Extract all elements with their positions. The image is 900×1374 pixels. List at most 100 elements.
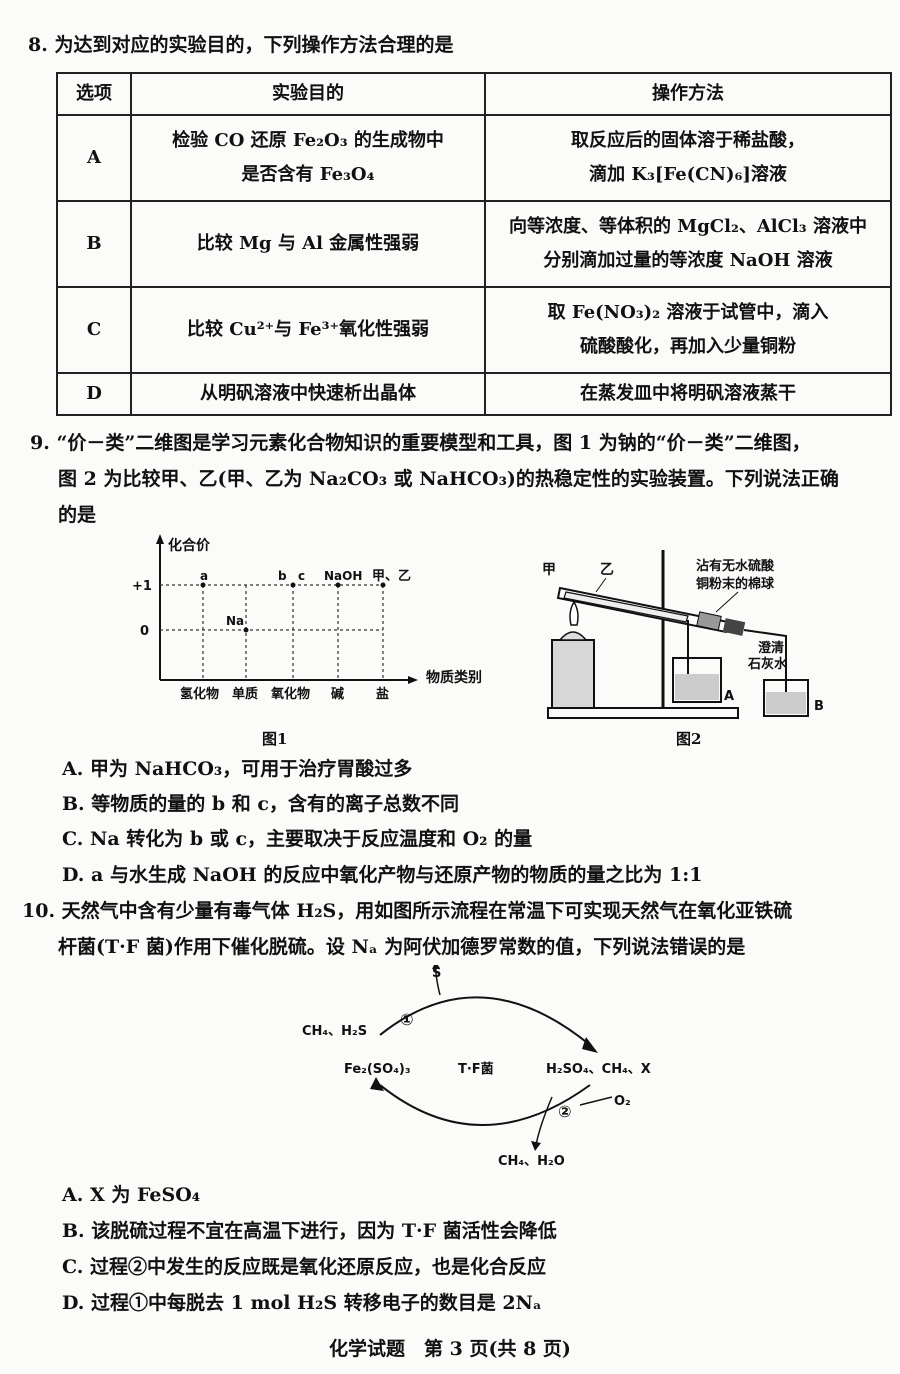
lower-arc — [379, 1084, 591, 1126]
label-jia: 甲 — [542, 562, 556, 578]
lamp-stand — [551, 639, 595, 709]
water-out-arrow — [535, 1096, 553, 1146]
q10-option-a: A. X 为 FeSO₄ — [62, 1184, 201, 1206]
header-purpose: 实验目的 — [130, 72, 486, 116]
q9-option-b: B. 等物质的量的 b 和 c，含有的离子总数不同 — [62, 793, 459, 815]
inner-test-tube — [563, 591, 689, 623]
q9-option-a: A. 甲为 NaHCO₃，可用于治疗胃酸过多 — [62, 758, 413, 780]
row-purpose: 比较 Cu²⁺与 Fe³⁺氧化性强弱 — [130, 286, 486, 374]
figure-1-valence-chart: 化合价 +1 0 物质类别 氢化物 单质 氧化物 碱 盐 a b c NaOH … — [132, 534, 482, 702]
label-limewater-line2: 石灰水 — [747, 656, 788, 672]
header-method: 操作方法 — [484, 72, 892, 116]
stand-base — [547, 707, 739, 719]
row-purpose: 比较 Mg 与 Al 金属性强弱 — [130, 200, 486, 288]
method-line: 向等浓度、等体积的 MgCl₂、AlCl₃ 溶液中 — [509, 216, 867, 237]
right-species-label: H₂SO₄、CH₄、X — [546, 1062, 651, 1077]
point-jia-yi — [380, 582, 386, 588]
row-method: 向等浓度、等体积的 MgCl₂、AlCl₃ 溶液中分别滴加过量的等浓度 NaOH… — [484, 200, 892, 288]
left-input-label: CH₄、H₂S — [302, 1024, 367, 1039]
label-cotton-line1: 沾有无水硫酸 — [696, 558, 775, 574]
label-cotton-line2: 铜粉末的棉球 — [695, 576, 775, 592]
x-tick-element: 单质 — [232, 686, 258, 702]
lime-water-A — [675, 674, 719, 700]
page-footer: 化学试题 第 3 页(共 8 页) — [329, 1338, 571, 1360]
left-species-label: Fe₂(SO₄)₃ — [344, 1062, 411, 1077]
row-method: 取反应后的固体溶于稀盐酸， 滴加 K₃[Fe(CN)₆]溶液 — [484, 114, 892, 202]
point-bc — [290, 582, 296, 588]
row-option: A — [56, 114, 132, 202]
label-limewater-line1: 澄清 — [758, 640, 784, 656]
step-1-label: ① — [400, 1010, 414, 1029]
row-purpose: 从明矾溶液中快速析出晶体 — [130, 372, 486, 416]
q8-stem: 8. 为达到对应的实验目的，下列操作方法合理的是 — [28, 34, 454, 56]
method-line: 硫酸酸化，再加入少量铜粉 — [580, 336, 796, 357]
label-a: a — [200, 569, 208, 583]
point-naoh — [335, 582, 341, 588]
table-row: B 比较 Mg 与 Al 金属性强弱 向等浓度、等体积的 MgCl₂、AlCl₃… — [56, 200, 892, 288]
label-naoh: NaOH — [324, 569, 362, 583]
label-A: A — [724, 689, 734, 704]
q9-stem-line3: 的是 — [58, 504, 97, 526]
purpose-line: 检验 CO 还原 Fe₂O₃ 的生成物中 — [172, 130, 444, 151]
x-axis-title: 物质类别 — [426, 669, 482, 686]
stopper — [722, 618, 746, 636]
label-b: b — [278, 569, 287, 583]
alcohol-lamp — [558, 631, 588, 641]
x-tick-hydride: 氢化物 — [180, 686, 219, 702]
o2-label: O₂ — [614, 1094, 631, 1109]
lime-water-B — [766, 692, 806, 714]
o2-in-line — [579, 1096, 613, 1106]
q9-option-c: C. Na 转化为 b 或 c，主要取决于反应温度和 O₂ 的量 — [62, 828, 533, 850]
q10-desulfurization-diagram: CH₄、H₂S Fe₂(SO₄)₃ T·F菌 H₂SO₄、CH₄、X S O₂ … — [302, 965, 651, 1169]
label-na: Na — [226, 614, 244, 628]
label-B: B — [814, 699, 824, 714]
table-header-row: 选项 实验目的 操作方法 — [56, 72, 892, 116]
method-line: 分别滴加过量的等浓度 NaOH 溶液 — [543, 250, 833, 271]
cotton-ball — [696, 611, 722, 631]
q10-option-d: D. 过程①中每脱去 1 mol H₂S 转移电子的数目是 2Nₐ — [62, 1292, 542, 1314]
row-option: D — [56, 372, 132, 416]
bottom-output-label: CH₄、H₂O — [498, 1154, 565, 1169]
q10-option-b: B. 该脱硫过程不宜在高温下进行，因为 T·F 菌活性会降低 — [62, 1220, 557, 1242]
figure-2-caption: 图2 — [676, 730, 702, 748]
header-option: 选项 — [56, 72, 132, 116]
x-tick-oxide: 氧化物 — [270, 686, 310, 702]
row-option: C — [56, 286, 132, 374]
x-tick-salt: 盐 — [376, 686, 389, 702]
row-option: B — [56, 200, 132, 288]
label-yi: 乙 — [600, 562, 614, 578]
method-line: 滴加 K₃[Fe(CN)₆]溶液 — [589, 164, 787, 185]
row-method: 在蒸发皿中将明矾溶液蒸干 — [484, 372, 892, 416]
row-method: 取 Fe(NO₃)₂ 溶液于试管中，滴入硫酸酸化，再加入少量铜粉 — [484, 286, 892, 374]
label-c: c — [298, 569, 305, 583]
table-row: A 检验 CO 还原 Fe₂O₃ 的生成物中是否含有 Fe₃O₄ 取反应后的固体… — [56, 114, 892, 202]
y-tick-zero: 0 — [140, 624, 149, 639]
table-row: D 从明矾溶液中快速析出晶体 在蒸发皿中将明矾溶液蒸干 — [56, 372, 892, 416]
q10-stem-line2: 杆菌(T·F 菌)作用下催化脱硫。设 Nₐ 为阿伏加德罗常数的值，下列说法错误的… — [58, 936, 746, 958]
beaker-A — [672, 657, 722, 703]
beaker-B — [763, 679, 809, 717]
x-tick-base: 碱 — [331, 686, 344, 702]
upper-arc — [379, 996, 591, 1046]
method-line: 取 Fe(NO₃)₂ 溶液于试管中，滴入 — [547, 302, 829, 323]
center-bacteria-label: T·F菌 — [458, 1061, 494, 1077]
point-na — [243, 627, 249, 633]
figure-1-caption: 图1 — [262, 730, 288, 748]
figure-2-apparatus: 甲 乙 沾有无水硫酸 铜粉末的棉球 澄清 石灰水 A B — [542, 550, 824, 719]
purpose-line: 是否含有 Fe₃O₄ — [241, 164, 375, 185]
q10-option-c: C. 过程②中发生的反应既是氧化还原反应，也是化合反应 — [62, 1256, 547, 1278]
table-row: C 比较 Cu²⁺与 Fe³⁺氧化性强弱 取 Fe(NO₃)₂ 溶液于试管中，滴… — [56, 286, 892, 374]
label-jia-yi: 甲、乙 — [372, 569, 411, 584]
step-2-label: ② — [558, 1102, 572, 1121]
row-purpose: 检验 CO 还原 Fe₂O₃ 的生成物中是否含有 Fe₃O₄ — [130, 114, 486, 202]
flame-icon — [569, 600, 579, 626]
q9-option-d: D. a 与水生成 NaOH 的反应中氧化产物与还原产物的物质的量之比为 1:1 — [62, 864, 703, 886]
q10-stem-line1: 10. 天然气中含有少量有毒气体 H₂S，用如图所示流程在常温下可实现天然气在氧… — [22, 900, 793, 922]
q9-stem-line2: 图 2 为比较甲、乙(甲、乙为 Na₂CO₃ 或 NaHCO₃)的热稳定性的实验… — [58, 468, 839, 490]
point-a — [200, 582, 206, 588]
sulfur-output-label: S — [432, 966, 441, 981]
y-axis-title: 化合价 — [168, 537, 211, 554]
q8-table: 选项 实验目的 操作方法 A 检验 CO 还原 Fe₂O₃ 的生成物中是否含有 … — [56, 72, 892, 416]
method-line: 取反应后的固体溶于稀盐酸， — [571, 130, 805, 151]
y-tick-plus1: +1 — [132, 579, 152, 594]
